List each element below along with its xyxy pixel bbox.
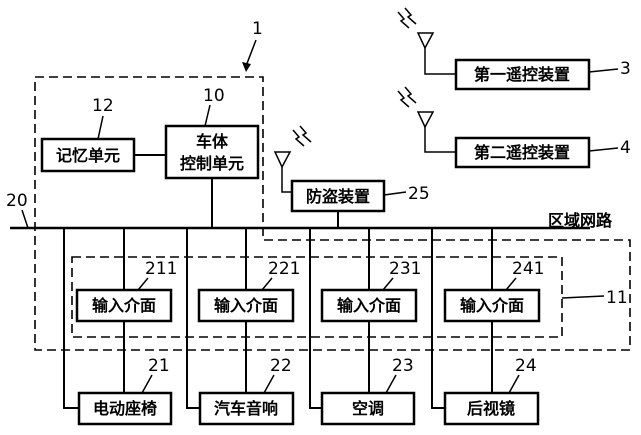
interface-2-box	[197, 288, 295, 323]
device-3-label: 空调	[352, 399, 384, 418]
device-2-number: 22	[270, 356, 292, 376]
anti-theft-antenna-icon	[273, 125, 312, 193]
remote-2-label: 第二遥控装置	[474, 143, 570, 162]
device-3-box	[320, 391, 416, 426]
channel-3-bypass	[309, 228, 322, 409]
body-control-unit-leader	[204, 104, 211, 127]
system-boundary	[34, 76, 631, 351]
channel-1-bypass	[63, 228, 79, 409]
memory-unit-number: 12	[92, 96, 114, 116]
body-control-unit-label-line1: 车体	[196, 132, 229, 151]
system-number: 1	[252, 19, 263, 39]
anti-theft-label: 防盗装置	[306, 187, 370, 206]
device-1-leader	[141, 374, 153, 394]
interface-1-number: 211	[145, 259, 177, 279]
interface-3-label: 输入介面	[337, 296, 401, 315]
remote-2-antenna-icon	[397, 86, 456, 153]
body-control-unit-label-line2: 控制单元	[180, 154, 244, 173]
remote-2-box	[454, 136, 591, 169]
channel-2-bypass	[186, 228, 200, 409]
interface-4-number: 241	[512, 259, 544, 279]
interface-4-label: 输入介面	[460, 296, 524, 315]
body-control-unit-number: 10	[203, 86, 225, 106]
interface-group-leader	[561, 295, 605, 299]
anti-theft-leader	[383, 191, 407, 196]
interface-1-label: 输入介面	[92, 296, 156, 315]
interface-3-box	[320, 288, 418, 323]
interface-2-leader	[261, 277, 273, 291]
interface-3-leader	[382, 277, 394, 291]
bus-leader	[21, 209, 29, 229]
device-1-number: 21	[148, 356, 170, 376]
remote-1-antenna-icon	[397, 7, 456, 75]
channel-4-bypass	[431, 228, 445, 409]
device-4-leader	[508, 374, 520, 394]
device-2-leader	[263, 374, 275, 394]
device-4-box	[443, 391, 540, 426]
interface-2-label: 输入介面	[214, 296, 278, 315]
interface-group-number: 11	[606, 288, 628, 308]
interface-3-number: 231	[389, 259, 421, 279]
device-2-label: 汽车音响	[214, 399, 278, 418]
system-number-arrowhead	[242, 62, 251, 72]
device-1-box	[77, 391, 173, 426]
remote-2-leader	[588, 147, 619, 152]
remote-1-leader	[588, 68, 619, 73]
device-3-number: 23	[392, 356, 414, 376]
memory-unit-box	[40, 137, 136, 173]
device-4-number: 24	[515, 356, 537, 376]
bus-label: 区域网路	[548, 211, 613, 230]
remote-1-number: 3	[620, 59, 631, 79]
device-1-label: 电动座椅	[93, 399, 157, 418]
remote-1-label: 第一遥控装置	[474, 65, 570, 84]
interface-4-leader	[505, 277, 517, 291]
system-number-arrow	[245, 39, 257, 67]
device-3-leader	[385, 374, 397, 394]
memory-unit-label: 记忆单元	[56, 146, 120, 165]
interface-1-leader	[137, 277, 149, 291]
remote-2-number: 4	[620, 138, 631, 158]
device-2-box	[198, 391, 295, 426]
bus-number: 20	[6, 191, 28, 211]
interface-4-box	[443, 288, 541, 323]
anti-theft-number: 25	[408, 184, 430, 204]
interface-2-number: 221	[268, 259, 300, 279]
device-4-label: 后视镜	[467, 399, 515, 418]
remote-1-box	[454, 58, 591, 91]
interface-group-boundary	[71, 256, 563, 338]
interface-1-box	[75, 288, 173, 323]
memory-unit-leader	[97, 115, 104, 140]
